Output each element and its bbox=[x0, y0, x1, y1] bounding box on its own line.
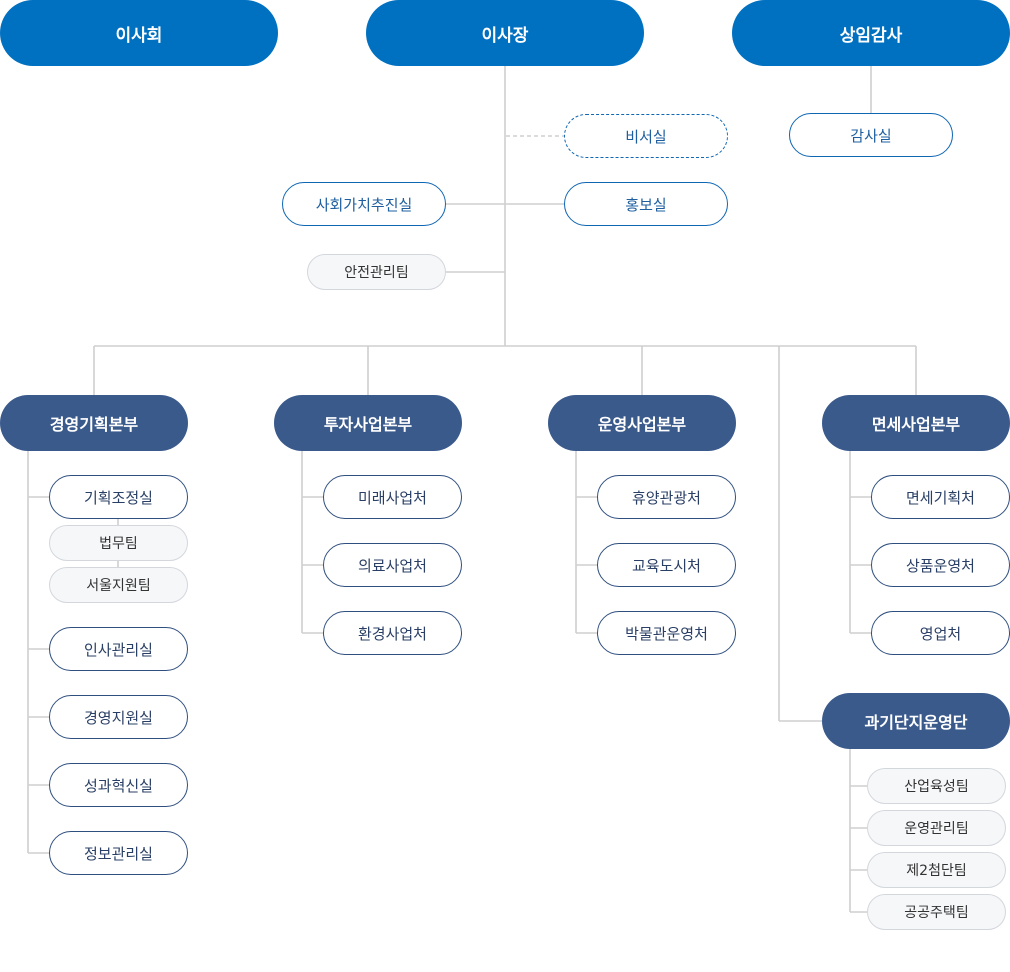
unit-future-business[interactable]: 미래사업처 bbox=[323, 475, 462, 519]
unit-education-city[interactable]: 교육도시처 bbox=[597, 543, 736, 587]
pr-office-node[interactable]: 홍보실 bbox=[564, 182, 728, 226]
team-seoul-support[interactable]: 서울지원팀 bbox=[49, 567, 188, 603]
president-node[interactable]: 이사장 bbox=[366, 0, 644, 66]
team-legal[interactable]: 법무팀 bbox=[49, 525, 188, 561]
division-dutyfree[interactable]: 면세사업본부 bbox=[822, 395, 1010, 451]
team-operation-management[interactable]: 운영관리팀 bbox=[867, 810, 1006, 846]
unit-museum-operation[interactable]: 박물관운영처 bbox=[597, 611, 736, 655]
unit-product-operation[interactable]: 상품운영처 bbox=[871, 543, 1010, 587]
unit-resort-tourism[interactable]: 휴양관광처 bbox=[597, 475, 736, 519]
division-investment[interactable]: 투자사업본부 bbox=[274, 395, 462, 451]
unit-dutyfree-planning[interactable]: 면세기획처 bbox=[871, 475, 1010, 519]
audit-office-node[interactable]: 감사실 bbox=[789, 113, 953, 157]
safety-team-node[interactable]: 안전관리팀 bbox=[307, 254, 446, 290]
secretary-node[interactable]: 비서실 bbox=[564, 114, 728, 158]
unit-management-support[interactable]: 경영지원실 bbox=[49, 695, 188, 739]
unit-performance-innovation[interactable]: 성과혁신실 bbox=[49, 763, 188, 807]
unit-medical-business[interactable]: 의료사업처 bbox=[323, 543, 462, 587]
unit-information[interactable]: 정보관리실 bbox=[49, 831, 188, 875]
board-node[interactable]: 이사회 bbox=[0, 0, 278, 66]
division-planning[interactable]: 경영기획본부 bbox=[0, 395, 188, 451]
unit-environment-business[interactable]: 환경사업처 bbox=[323, 611, 462, 655]
unit-planning-coordination[interactable]: 기획조정실 bbox=[49, 475, 188, 519]
unit-hr[interactable]: 인사관리실 bbox=[49, 627, 188, 671]
team-second-advanced[interactable]: 제2첨단팀 bbox=[867, 852, 1006, 888]
division-gwagi[interactable]: 과기단지운영단 bbox=[822, 693, 1010, 749]
team-public-housing[interactable]: 공공주택팀 bbox=[867, 894, 1006, 930]
auditor-node[interactable]: 상임감사 bbox=[732, 0, 1010, 66]
social-value-node[interactable]: 사회가치추진실 bbox=[282, 182, 446, 226]
team-industry-development[interactable]: 산업육성팀 bbox=[867, 768, 1006, 804]
division-operation[interactable]: 운영사업본부 bbox=[548, 395, 736, 451]
unit-sales[interactable]: 영업처 bbox=[871, 611, 1010, 655]
